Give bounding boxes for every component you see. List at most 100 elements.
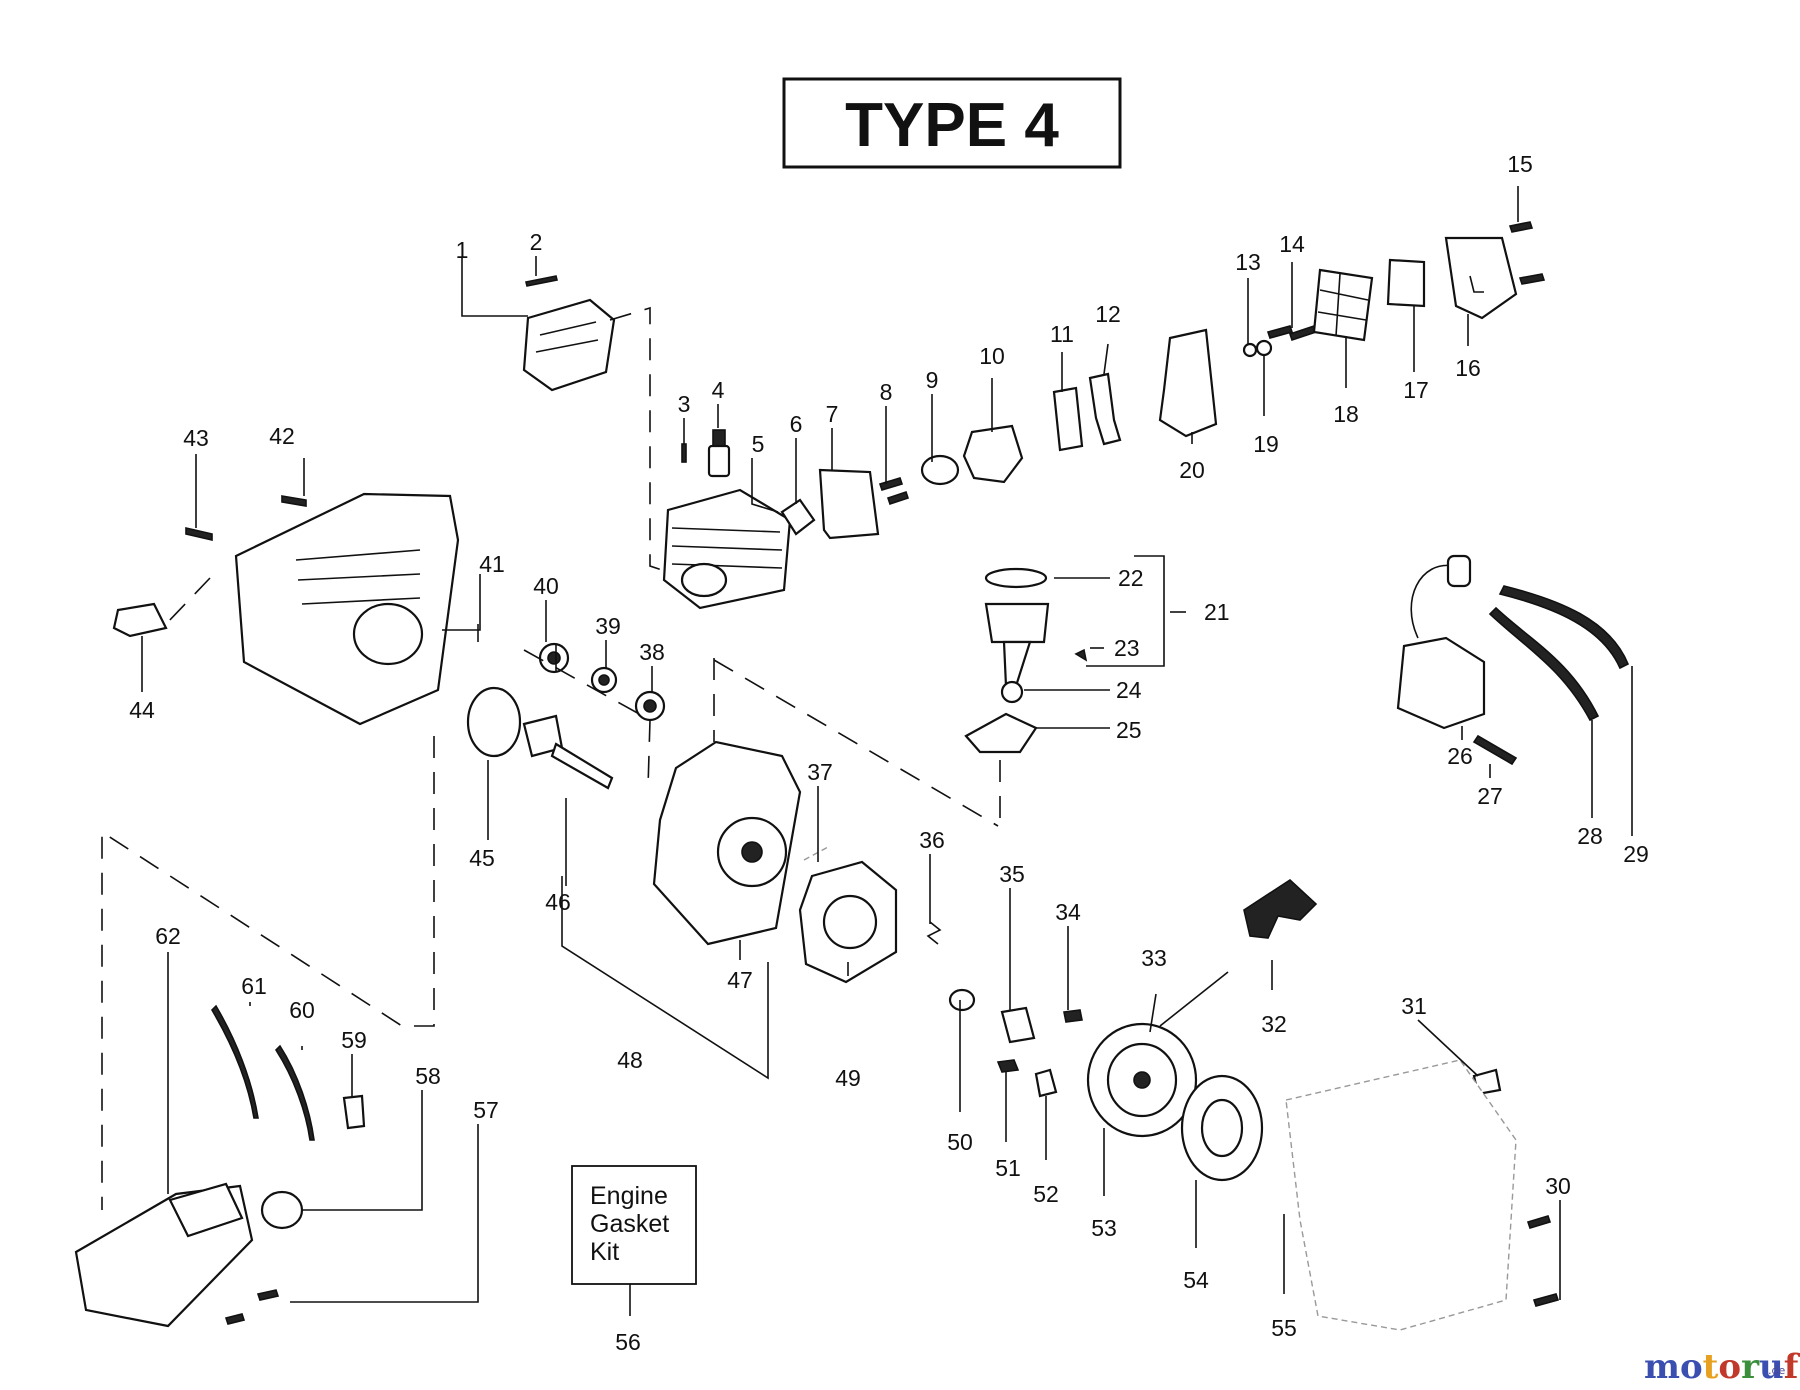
watermark-letter: r <box>1741 1347 1760 1387</box>
part-drawing-14 <box>1266 324 1318 342</box>
part-drawing-50 <box>948 988 976 1012</box>
part-label-41: 41 <box>479 551 505 577</box>
part-drawing-6 <box>780 498 816 536</box>
part-label-20: 20 <box>1179 457 1205 483</box>
part-label-2: 2 <box>530 229 543 255</box>
leader-lines <box>141 186 1633 1316</box>
part-drawing-40 <box>538 642 570 674</box>
part-drawing-52 <box>1034 1068 1058 1098</box>
part-drawing-37 <box>803 845 831 861</box>
part-drawing-46 <box>522 714 614 790</box>
part-drawing-43 <box>185 526 213 542</box>
part-label-24: 24 <box>1116 677 1142 703</box>
part-drawing-38 <box>634 690 666 722</box>
part-drawing-28 <box>1488 606 1600 722</box>
watermark-logo: motoruf .de <box>1644 1347 1800 1387</box>
part-label-18: 18 <box>1333 401 1359 427</box>
part-drawing-45 <box>466 686 522 758</box>
part-label-38: 38 <box>639 639 665 665</box>
part-label-4: 4 <box>712 377 725 403</box>
part-drawing-44 <box>112 602 168 638</box>
part-drawing-32 <box>1243 878 1318 939</box>
part-drawing-41 <box>234 492 460 726</box>
assembly-lines <box>101 306 1001 1210</box>
part-drawing-7 <box>818 468 880 540</box>
part-label-30: 30 <box>1545 1173 1571 1199</box>
part-drawing-17 <box>1386 258 1426 308</box>
part-drawing-21 <box>984 602 1050 644</box>
part-label-36: 36 <box>919 827 945 853</box>
part-drawing-39 <box>590 666 618 694</box>
part-drawing-1 <box>522 298 616 392</box>
part-drawing-51 <box>996 1059 1020 1073</box>
part-label-28: 28 <box>1577 823 1603 849</box>
part-label-5: 5 <box>752 431 765 457</box>
part-drawing-10 <box>962 424 1024 484</box>
part-drawing-60 <box>274 1044 315 1141</box>
part-label-17: 17 <box>1403 377 1429 403</box>
part-label-33: 33 <box>1141 945 1167 971</box>
part-drawing-19 <box>1255 339 1273 357</box>
part-label-62: 62 <box>155 923 181 949</box>
part-label-8: 8 <box>880 379 893 405</box>
part-drawing-8 <box>878 477 910 506</box>
part-label-61: 61 <box>241 973 267 999</box>
part-drawing-12 <box>1088 372 1122 446</box>
part-drawing-24 <box>1000 640 1032 704</box>
part-label-25: 25 <box>1116 717 1142 743</box>
part-drawing-3 <box>681 443 687 463</box>
title-box: TYPE 4 <box>782 77 1122 169</box>
watermark-letter: u <box>1759 1347 1784 1387</box>
part-label-1: 1 <box>456 237 469 263</box>
gasket-kit-box: Engine Gasket Kit <box>571 1165 697 1285</box>
part-label-52: 52 <box>1033 1181 1059 1207</box>
part-label-29: 29 <box>1623 841 1649 867</box>
kit-label-line-1: Engine <box>590 1182 668 1210</box>
part-label-7: 7 <box>826 401 839 427</box>
part-label-15: 15 <box>1507 151 1533 177</box>
part-label-21: 21 <box>1204 599 1230 625</box>
part-drawing-36 <box>926 921 942 945</box>
part-drawing-16 <box>1444 236 1518 320</box>
watermark-letter: f <box>1784 1347 1800 1387</box>
part-label-6: 6 <box>790 411 803 437</box>
part-label-57: 57 <box>473 1097 499 1123</box>
part-drawing-20 <box>1158 328 1218 438</box>
part-label-54: 54 <box>1183 1267 1209 1293</box>
part-drawing-29 <box>1498 585 1630 670</box>
part-drawing-42 <box>281 495 307 507</box>
part-label-42: 42 <box>269 423 295 449</box>
part-drawing-53 <box>1086 1022 1198 1138</box>
watermark-letter: m <box>1644 1347 1680 1387</box>
kit-label-line-2: Gasket <box>590 1210 669 1238</box>
part-drawing-34 <box>1063 1009 1083 1023</box>
part-label-37: 37 <box>807 759 833 785</box>
part-drawing-5 <box>662 488 792 610</box>
part-label-55: 55 <box>1271 1315 1297 1341</box>
part-drawing-13 <box>1242 342 1258 358</box>
part-label-12: 12 <box>1095 301 1121 327</box>
part-label-39: 39 <box>595 613 621 639</box>
part-label-10: 10 <box>979 343 1005 369</box>
part-label-43: 43 <box>183 425 209 451</box>
part-label-31: 31 <box>1401 993 1427 1019</box>
part-labels: 1 2 3 4 5 6 7 8 9 10 11 12 13 14 15 16 1… <box>129 151 1649 1355</box>
watermark-text: motoruf <box>1644 1347 1800 1387</box>
watermark-suffix: .de <box>1768 1364 1785 1377</box>
kit-label-line-3: Kit <box>590 1238 619 1266</box>
part-drawing-54 <box>1180 1074 1264 1182</box>
part-drawing-62 <box>74 1182 254 1328</box>
part-drawing-18 <box>1312 268 1374 342</box>
part-drawing-26 <box>1396 554 1486 730</box>
part-label-35: 35 <box>999 861 1025 887</box>
title-text: TYPE 4 <box>845 91 1059 160</box>
part-drawing-9 <box>920 454 960 486</box>
part-label-53: 53 <box>1091 1215 1117 1241</box>
part-drawing-59 <box>342 1094 366 1130</box>
part-drawing-4 <box>707 429 731 478</box>
part-label-11: 11 <box>1050 321 1074 347</box>
part-label-50: 50 <box>947 1129 973 1155</box>
part-label-27: 27 <box>1477 783 1503 809</box>
part-drawing-55 <box>1285 1059 1517 1331</box>
